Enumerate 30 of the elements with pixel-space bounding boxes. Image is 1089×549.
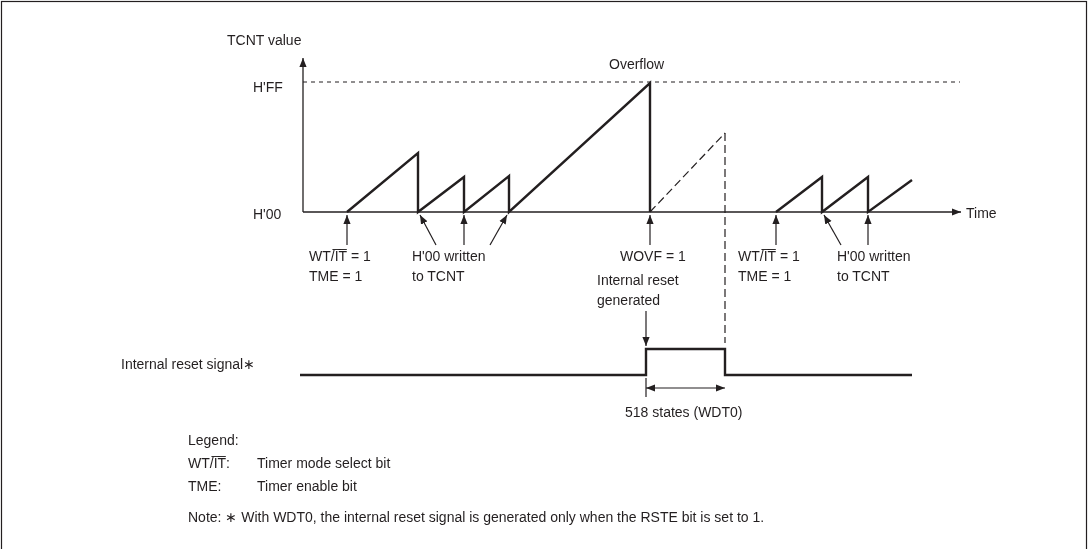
annotation-text: TME = 1 [309,267,364,286]
legend-term: TME: [188,478,222,495]
arrow [460,214,468,246]
annotation-text: WT/I̅T̅ = 1 [738,247,800,266]
arrow [864,214,872,246]
note-text: Note: ∗ With WDT0, the internal reset signal is generated only when the RSTE bit is set to 1. [188,509,765,526]
annotation-text: WT/I̅T̅ = 1 [309,247,371,266]
axis-label: Time [966,205,997,222]
annotation-text: Internal reset generated [597,271,680,310]
legend-term: WT/I̅T̅: [188,455,230,472]
legend-heading: Legend: [188,432,239,449]
overflow-label: Overflow [609,56,665,73]
legend-description: Timer enable bit [257,478,357,495]
arrow [419,214,437,246]
tick-label: H'FF [253,79,283,96]
tick-label: H'00 [253,206,282,223]
legend-description: Timer mode select bit [257,455,391,472]
annotation-text: TME = 1 [738,267,793,286]
axis-label: TCNT value [227,32,302,49]
arrow [343,214,351,246]
dimension-label: 518 states (WDT0) [625,404,743,421]
annotation-text: H'00 written to TCNT [412,247,487,286]
arrow [772,214,780,246]
signal-name: Internal reset signal∗ [121,356,256,373]
annotation-text: H'00 written to TCNT [837,247,912,286]
arrow [642,310,650,347]
arrow [823,214,842,246]
annotation-text: WOVF = 1 [620,247,686,266]
arrow [646,214,654,246]
arrow [489,214,508,246]
